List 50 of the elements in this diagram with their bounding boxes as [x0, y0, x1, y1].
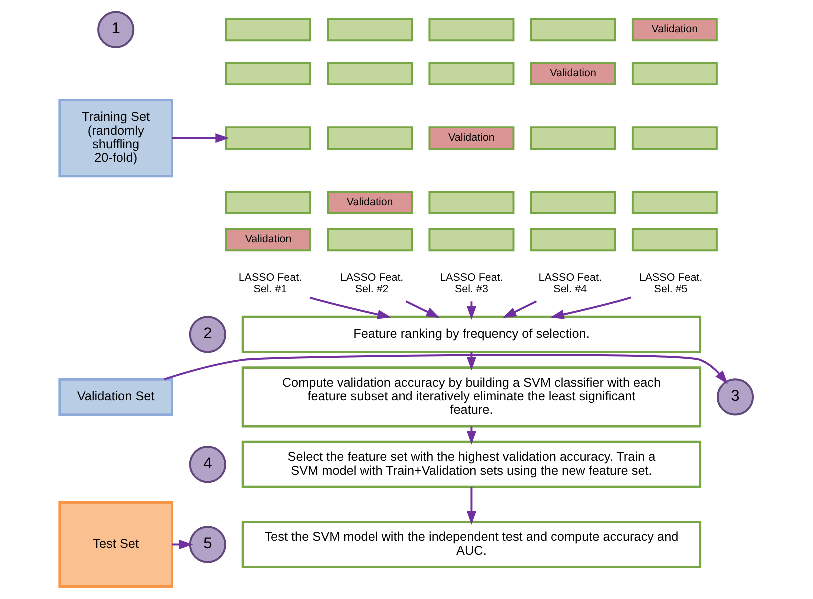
- node-box: [226, 126, 312, 150]
- node-box: Validation: [428, 126, 515, 150]
- node-text: LASSO Feat. Sel. #5: [639, 272, 703, 296]
- node-text: LASSO Feat. Sel. #2: [340, 272, 404, 296]
- node-box: [327, 62, 414, 86]
- node-box: Validation: [530, 62, 616, 86]
- arrow: [172, 134, 230, 144]
- arrow: [550, 296, 632, 320]
- arrow: [310, 296, 392, 320]
- node-box: [428, 228, 515, 252]
- node-box: [428, 62, 515, 86]
- node-box: [530, 228, 616, 252]
- node-box: [327, 126, 414, 150]
- node-box: [327, 228, 414, 252]
- node-box: [530, 18, 616, 42]
- node-box: Feature ranking by frequency of selection.: [242, 316, 702, 354]
- node-text: LASSO Feat. Sel. #4: [538, 272, 602, 296]
- node-text: LASSO Feat. Sel. #1: [238, 272, 302, 296]
- node-box: Select the feature set with the highest validation accuracy. Train a SVM model with Train+Validation sets using the new feature set.: [242, 440, 702, 488]
- node-box: [530, 191, 616, 214]
- arrow: [502, 300, 538, 318]
- arrow: [466, 302, 477, 320]
- node-circle: 4: [189, 446, 226, 484]
- node-circle: 1: [98, 11, 135, 48]
- arrow: [406, 300, 440, 318]
- node-circle: 5: [189, 526, 226, 564]
- node-box: Compute validation accuracy by building a SVM classifier with each feature subset and iteratively eliminate the least significant feature.: [242, 366, 702, 428]
- node-box: [632, 62, 718, 86]
- node-text: LASSO Feat. Sel. #3: [440, 272, 504, 296]
- node-box: [632, 191, 718, 214]
- node-box: [632, 228, 718, 252]
- node-circle: 2: [189, 316, 226, 354]
- node-box: [327, 18, 414, 42]
- node-box: Validation Set: [58, 378, 174, 416]
- node-box: [226, 191, 312, 214]
- node-box: Validation: [226, 228, 312, 252]
- node-box: [530, 126, 616, 150]
- node-circle: 3: [716, 378, 754, 416]
- node-box: [428, 18, 515, 42]
- arrow: [164, 354, 728, 384]
- arrow: [466, 487, 477, 526]
- node-box: Training Set (randomly shuffling 20-fold): [58, 98, 174, 178]
- node-box: [226, 62, 312, 86]
- node-box: [226, 18, 312, 42]
- node-box: [428, 191, 515, 214]
- node-box: Test Set: [58, 502, 174, 588]
- node-box: Test the SVM model with the independent test and compute accuracy and AUC.: [242, 521, 702, 568]
- node-box: [632, 126, 718, 150]
- node-box: Validation: [632, 18, 718, 42]
- node-box: Validation: [327, 191, 414, 214]
